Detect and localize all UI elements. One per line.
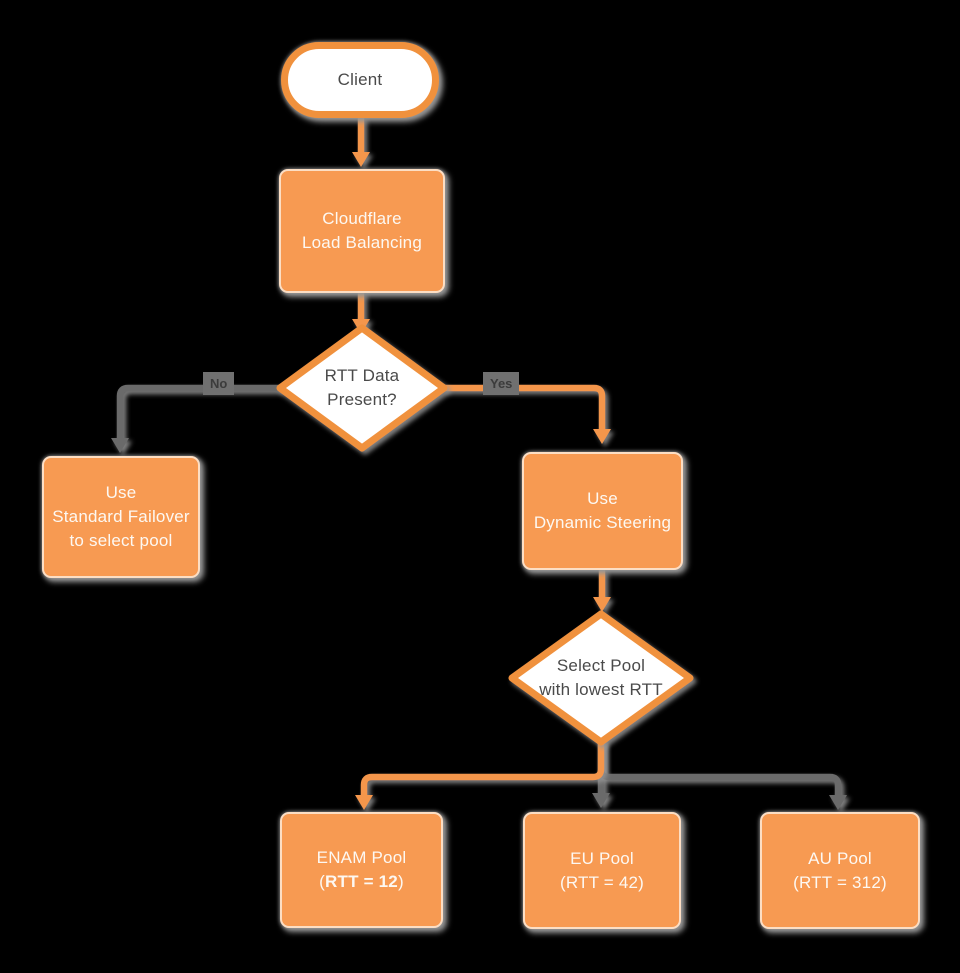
node-label-line: Load Balancing [301,233,422,252]
node-client: Client [281,42,439,118]
connector-client-to-loadbalancer [352,116,370,167]
edge-label-no: No [203,372,235,395]
arrowhead-down-icon [829,795,847,810]
arrowhead-down-icon [111,438,129,453]
edge-label-yes: Yes [483,372,520,395]
node-label-line: (RTT = 312) [793,872,887,892]
node-standard-failover: Use Standard Failover to select pool [42,456,200,578]
arrowhead-down-icon [592,793,610,808]
arrowhead-down-icon [355,795,373,810]
node-label-line: Dynamic Steering [533,513,672,532]
decision-diamond-rtt-data-present [276,324,448,452]
enam-rtt-value: RTT = 12 [325,872,398,891]
connector-dynamicsteering-to-selectpool [593,569,611,612]
connector-line [442,384,606,430]
paren-close: ) [397,872,404,891]
node-label-line: Cloudflare [322,209,402,228]
arrowhead-down-icon [352,152,370,167]
node-label-line: to select pool [69,531,173,550]
node-label-line: Select Pool [556,656,646,675]
node-label-line: ENAM Pool [316,848,407,867]
node-label-line: (RTT = 42) [559,872,645,892]
node-cloudflare-load-balancing: Cloudflare Load Balancing [279,169,445,293]
connector-line [360,740,605,796]
paren-open: ( [319,872,326,891]
connector-line [116,384,282,439]
node-label-line: Present? [327,390,397,409]
node-label-line: (RTT = 12) [319,870,404,894]
node-client-label: Client [337,70,383,89]
node-eu-pool: EU Pool (RTT = 42) [523,812,681,929]
node-label-line: EU Pool [570,848,634,868]
node-au-pool: AU Pool (RTT = 312) [760,812,920,929]
node-rtt-data-present-label: RTT Data Present? [292,352,432,424]
node-label-line: Use [587,489,618,508]
node-enam-pool: ENAM Pool (RTT = 12) [280,812,443,928]
decision-diamond-select-pool [508,610,694,746]
node-label-line: RTT Data [324,366,400,385]
connector-no-to-standard-failover [111,384,282,453]
connector-yes-to-dynamic-steering [442,384,611,444]
connector-selectpool-to-au-pool [597,742,847,810]
node-label-line: with lowest RTT [539,680,663,699]
arrowhead-down-icon [593,429,611,444]
connector-selectpool-to-enam-pool [355,740,605,810]
node-label-line: Standard Failover [52,507,190,526]
arrowhead-down-icon [593,597,611,612]
node-select-pool-label: Select Pool with lowest RTT [516,642,686,714]
node-dynamic-steering: Use Dynamic Steering [522,452,683,570]
node-label-line: Use [105,483,137,502]
connector-line [597,742,842,796]
node-label-line: AU Pool [808,848,872,868]
